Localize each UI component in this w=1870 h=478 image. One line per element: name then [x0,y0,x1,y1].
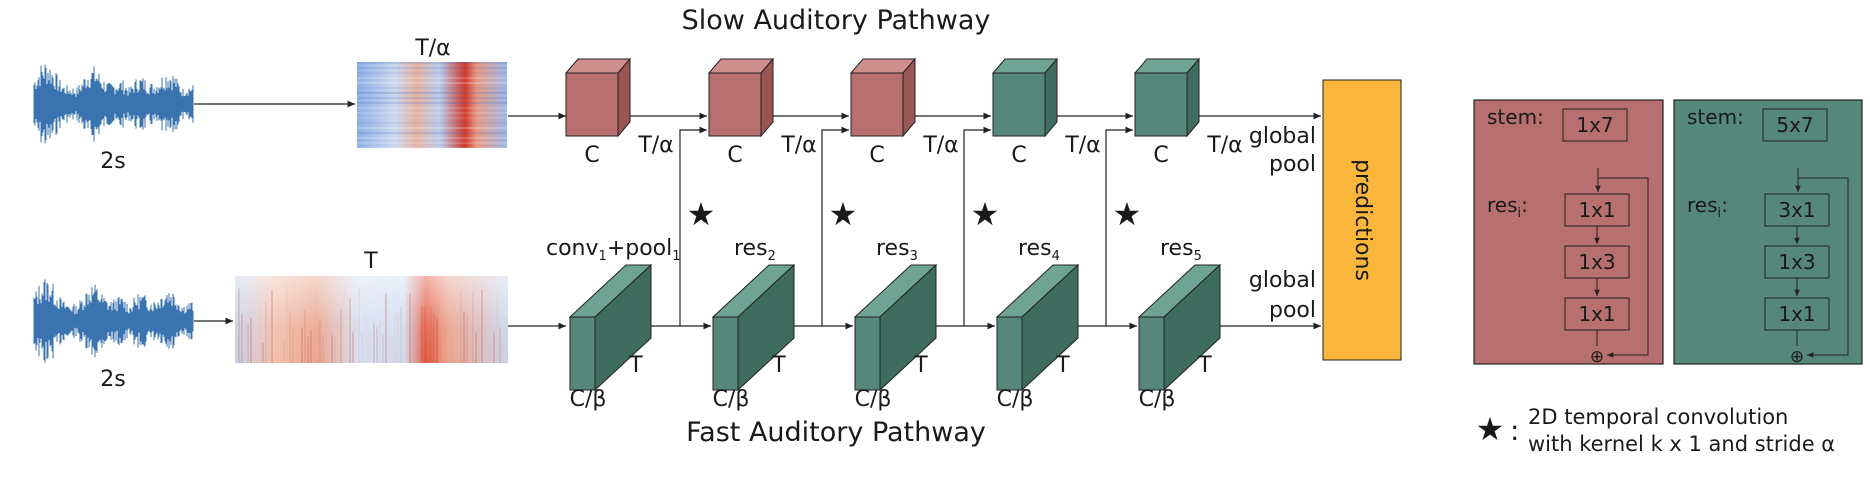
slow-res-kernel-3: 1x1 [1578,302,1615,326]
legend-line-1: 2D temporal convolution [1528,405,1788,429]
slow-block-5-time: T/α [1206,133,1242,158]
legend: ★ : 2D temporal convolution with kernel … [1476,405,1835,456]
slow-block-detail-panel: stem: 1x7 resi: 1x1 1x3 1x1 ⊕ [1473,99,1664,367]
slow-block-1-channel: C [584,143,599,168]
fast-block-1-time: T [628,353,643,378]
fast-block-4-time: T [1055,353,1070,378]
fast-block-3-time: T [913,353,928,378]
slow-spectrogram [357,62,507,149]
fast-block-1-channel: C/β [570,387,607,412]
fast-spectrogram-label: T [363,249,378,274]
fast-block-4 [995,263,1080,392]
slow-block-3-channel: C [869,143,884,168]
fast-block-4-name: res4 [1018,236,1060,264]
fast-block-detail-panel: stem: 5x7 resi: 3x1 1x3 1x1 ⊕ [1673,99,1863,367]
legend-colon: : [1510,414,1519,447]
slow-block-5 [1133,57,1201,138]
slow-block-3-time: T/α [922,133,958,158]
fast-stem-label: stem: [1687,105,1744,129]
fusion-star-4: ★ [1113,195,1142,233]
slow-pathway-title: Slow Auditory Pathway [682,5,991,36]
slow-res-label: resi: [1487,193,1528,221]
predictions-label: predictions [1350,159,1375,281]
legend-star-icon: ★ [1476,410,1505,448]
fast-block-5-time: T [1197,353,1212,378]
fast-block-3-name: res3 [876,236,918,264]
fast-block-4-channel: C/β [997,387,1034,412]
legend-line-2: with kernel k x 1 and stride α [1528,432,1835,456]
slow-block-3 [849,57,917,138]
fast-res-kernel-3: 1x1 [1778,302,1815,326]
lateral-connection-1 [679,126,707,326]
slow-block-2-time: T/α [780,133,816,158]
fusion-star-1: ★ [687,195,716,233]
fast-pathway-title: Fast Auditory Pathway [686,417,986,448]
fusion-star-3: ★ [971,195,1000,233]
slow-res-kernel-2: 1x3 [1578,250,1615,274]
slow-stem-label: stem: [1487,105,1544,129]
fast-res-kernel-1: 3x1 [1778,198,1815,222]
slow-block-2 [707,57,775,138]
fast-block-5 [1137,263,1222,392]
fast-block-5-name: res5 [1160,236,1202,264]
slow-block-2-channel: C [727,143,742,168]
fast-res-kernel-2: 1x3 [1778,250,1815,274]
fast-input-waveform [33,279,194,363]
fast-stem-kernel-box [1762,108,1828,142]
slow-spectrogram-label: T/α [414,36,450,61]
slow-sum-symbol: ⊕ [1590,347,1604,367]
lateral-connection-3 [963,126,991,326]
fast-spectrogram [235,276,508,363]
fast-input-duration: 2s [100,367,125,392]
fast-block-5-channel: C/β [1139,387,1176,412]
slow-stem-kernel-box [1562,108,1628,142]
slow-block-5-channel: C [1153,143,1168,168]
slow-block-1-time: T/α [637,133,673,158]
slow-input-waveform [33,64,194,144]
slow-block-4 [991,57,1059,138]
lateral-connection-4 [1105,126,1133,326]
fast-block-3 [853,263,938,392]
fast-block-3-channel: C/β [855,387,892,412]
fast-block-2-name: res2 [734,236,776,264]
fast-block-2-time: T [771,353,786,378]
fast-block-2-channel: C/β [713,387,750,412]
slow-stem-kernel: 1x7 [1576,113,1613,137]
fast-res-label: resi: [1687,193,1728,221]
fast-sum-symbol: ⊕ [1790,347,1804,367]
predictions-box [1322,79,1402,361]
fast-block-2 [711,263,796,392]
slow-res-kernel-1: 1x1 [1578,198,1615,222]
fast-stem-kernel: 5x7 [1776,113,1813,137]
lateral-connection-2 [821,126,849,326]
slow-block-4-channel: C [1011,143,1026,168]
slow-block-1 [564,57,632,138]
fusion-star-2: ★ [829,195,858,233]
slow-block-4-time: T/α [1064,133,1100,158]
fast-block-1-name: conv1+pool1 [546,236,681,264]
fast-block-1 [568,263,653,392]
slow-input-duration: 2s [100,149,125,174]
